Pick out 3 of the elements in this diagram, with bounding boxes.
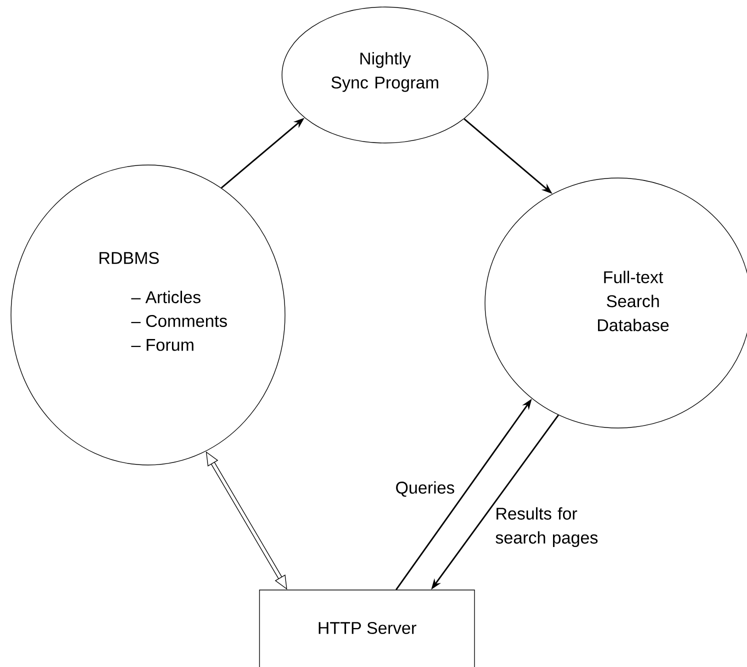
- edge-label: Results for search pages: [496, 507, 598, 548]
- edge-label: Queries: [396, 481, 454, 497]
- server-box: HTTP Server: [259, 590, 475, 667]
